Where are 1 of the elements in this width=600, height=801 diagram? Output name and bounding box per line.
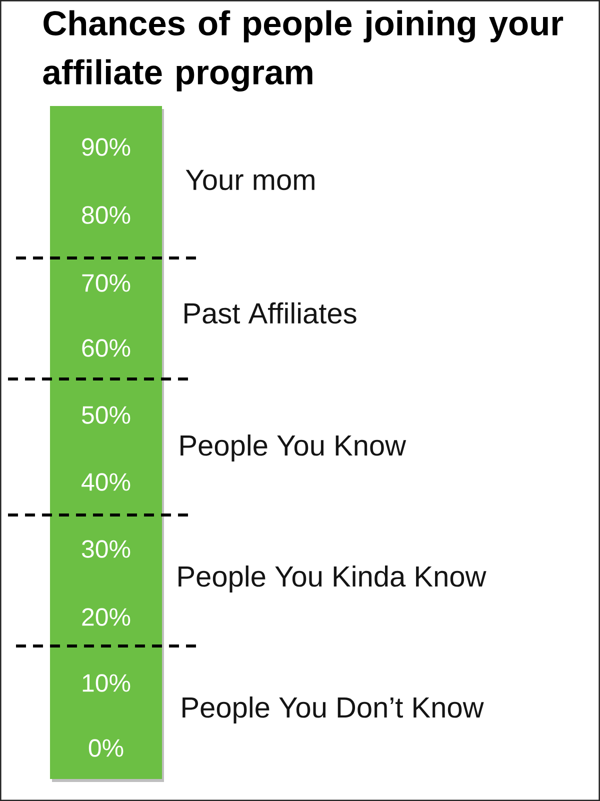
title: Chances of people joining your affiliate program: [43, 10, 564, 92]
